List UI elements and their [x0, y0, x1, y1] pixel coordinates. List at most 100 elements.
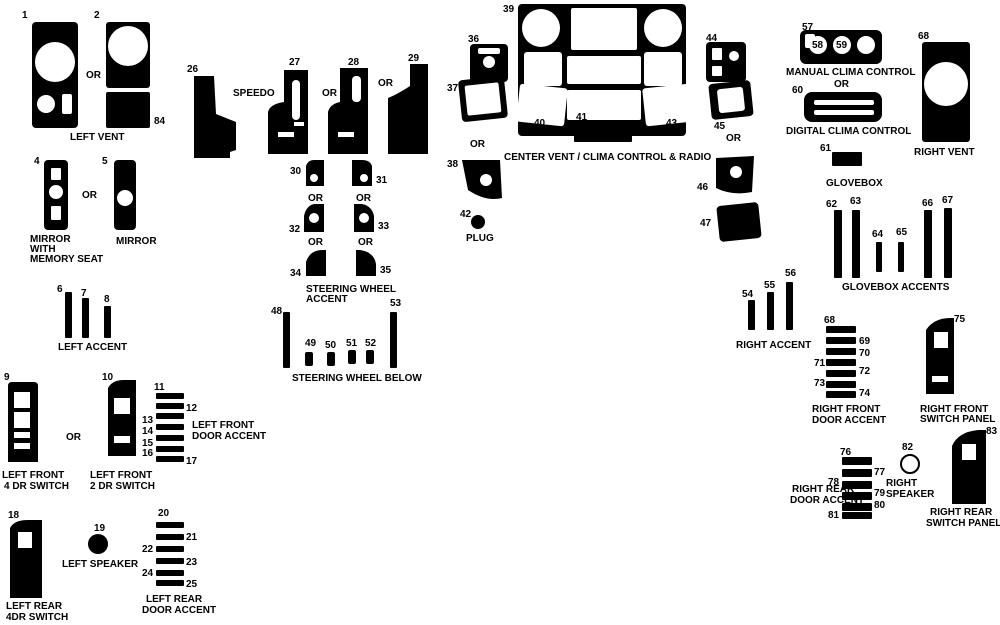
part-55-right-accent: [767, 292, 774, 330]
part-65-glovebox-accent: [898, 242, 904, 272]
label-mirror-memory-1: MIRROR: [30, 234, 71, 245]
part-66-glovebox-accent: [924, 210, 932, 278]
num-12: 12: [186, 403, 198, 414]
num-65: 65: [896, 227, 908, 238]
part-48-steering-below: [283, 312, 290, 368]
num-34: 34: [290, 268, 302, 279]
part-27-speedo: [268, 70, 308, 154]
num-14: 14: [142, 426, 154, 437]
part-30-steering-accent: [306, 160, 324, 186]
num-26: 26: [187, 64, 199, 75]
num-2: 2: [94, 10, 100, 21]
label-right-front-door-accent-1: RIGHT FRONT: [812, 404, 880, 415]
label-right-vent: RIGHT VENT: [914, 147, 975, 158]
num-27: 27: [289, 57, 301, 68]
label-left-rear-4dr-2: 4DR SWITCH: [6, 612, 68, 623]
part-38-center-panel: [462, 160, 502, 199]
part-20-25-left-rear-door-accents: [156, 522, 184, 586]
part-44-center-switches: [706, 42, 746, 82]
or-text: OR: [82, 190, 98, 201]
num-7: 7: [81, 288, 87, 299]
part-68-74-right-front-door-accents: [826, 326, 856, 398]
num-80: 80: [874, 500, 886, 511]
num-28: 28: [348, 57, 360, 68]
num-68b: 68: [824, 315, 836, 326]
num-31: 31: [376, 175, 388, 186]
num-39: 39: [503, 4, 515, 15]
label-left-rear-door-accent-1: LEFT REAR: [146, 594, 203, 605]
label-left-vent: LEFT VENT: [70, 132, 124, 143]
part-1-left-vent: [32, 22, 78, 128]
label-manual-clima: MANUAL CLIMA CONTROL: [786, 67, 915, 78]
num-68: 68: [918, 31, 930, 42]
part-5-mirror: [114, 160, 136, 230]
part-52-steering-below: [366, 350, 374, 364]
num-16: 16: [142, 448, 154, 459]
part-60-digital-clima: [804, 92, 882, 122]
label-right-rear-door-accent-2: DOOR ACCENT: [790, 495, 864, 506]
num-58: 58: [812, 40, 824, 51]
num-46: 46: [697, 182, 709, 193]
num-57: 57: [802, 22, 814, 33]
label-right-front-switch-1: RIGHT FRONT: [920, 404, 988, 415]
num-50: 50: [325, 340, 337, 351]
part-75-right-front-switch-panel: [926, 318, 954, 394]
part-53-steering-below: [390, 312, 397, 368]
part-83-right-rear-switch-panel: [952, 430, 986, 504]
label-left-rear-4dr-1: LEFT REAR: [6, 601, 63, 612]
num-24: 24: [142, 568, 154, 579]
label-left-front-door-accent-1: LEFT FRONT: [192, 420, 254, 431]
label-mirror-memory-3: MEMORY SEAT: [30, 254, 103, 265]
label-left-front-4dr-1: LEFT FRONT: [2, 470, 64, 481]
part-31-steering-accent: [352, 160, 372, 186]
part-26-speedo: [194, 76, 236, 158]
num-1: 1: [22, 10, 28, 21]
label-right-speaker-1: RIGHT: [886, 478, 917, 489]
num-44: 44: [706, 33, 718, 44]
part-9-left-front-4dr-switch: [8, 382, 38, 462]
num-17: 17: [186, 456, 198, 467]
num-8: 8: [104, 294, 110, 305]
num-61: 61: [820, 143, 832, 154]
part-61-glovebox: [832, 152, 862, 166]
part-8-left-accent: [104, 306, 111, 338]
num-84: 84: [154, 116, 166, 127]
num-59: 59: [836, 40, 848, 51]
num-47: 47: [700, 218, 712, 229]
num-37: 37: [447, 83, 459, 94]
num-78: 78: [828, 477, 840, 488]
num-52: 52: [365, 338, 377, 349]
num-45: 45: [714, 121, 726, 132]
part-11-17-left-front-door-accents: [156, 393, 184, 462]
num-75: 75: [954, 314, 966, 325]
num-4: 4: [34, 156, 40, 167]
num-49: 49: [305, 338, 317, 349]
or-text: OR: [378, 78, 394, 89]
num-23: 23: [186, 557, 198, 568]
num-63: 63: [850, 196, 862, 207]
num-33: 33: [378, 221, 390, 232]
part-63-glovebox-accent: [852, 210, 860, 278]
label-left-accent: LEFT ACCENT: [58, 342, 127, 353]
num-11: 11: [154, 382, 165, 393]
num-82: 82: [902, 442, 914, 453]
part-28-speedo: [328, 68, 368, 154]
or-text: OR: [356, 193, 372, 204]
label-right-rear-switch-2: SWITCH PANEL: [926, 518, 1000, 529]
label-mirror: MIRROR: [116, 236, 157, 247]
num-66: 66: [922, 198, 934, 209]
num-9: 9: [4, 372, 10, 383]
label-left-front-door-accent-2: DOOR ACCENT: [192, 431, 266, 442]
part-36-center-knob: [470, 44, 508, 82]
num-73: 73: [814, 378, 826, 389]
label-center-vent: CENTER VENT / CLIMA CONTROL & RADIO: [504, 152, 711, 163]
num-19: 19: [94, 523, 106, 534]
num-42: 42: [460, 209, 472, 220]
num-20: 20: [158, 508, 170, 519]
part-57-manual-clima: [800, 30, 882, 64]
part-54-right-accent: [748, 300, 755, 330]
part-49-steering-below: [305, 352, 313, 366]
part-35-steering-accent: [356, 250, 376, 276]
label-right-speaker-2: SPEAKER: [886, 489, 935, 500]
